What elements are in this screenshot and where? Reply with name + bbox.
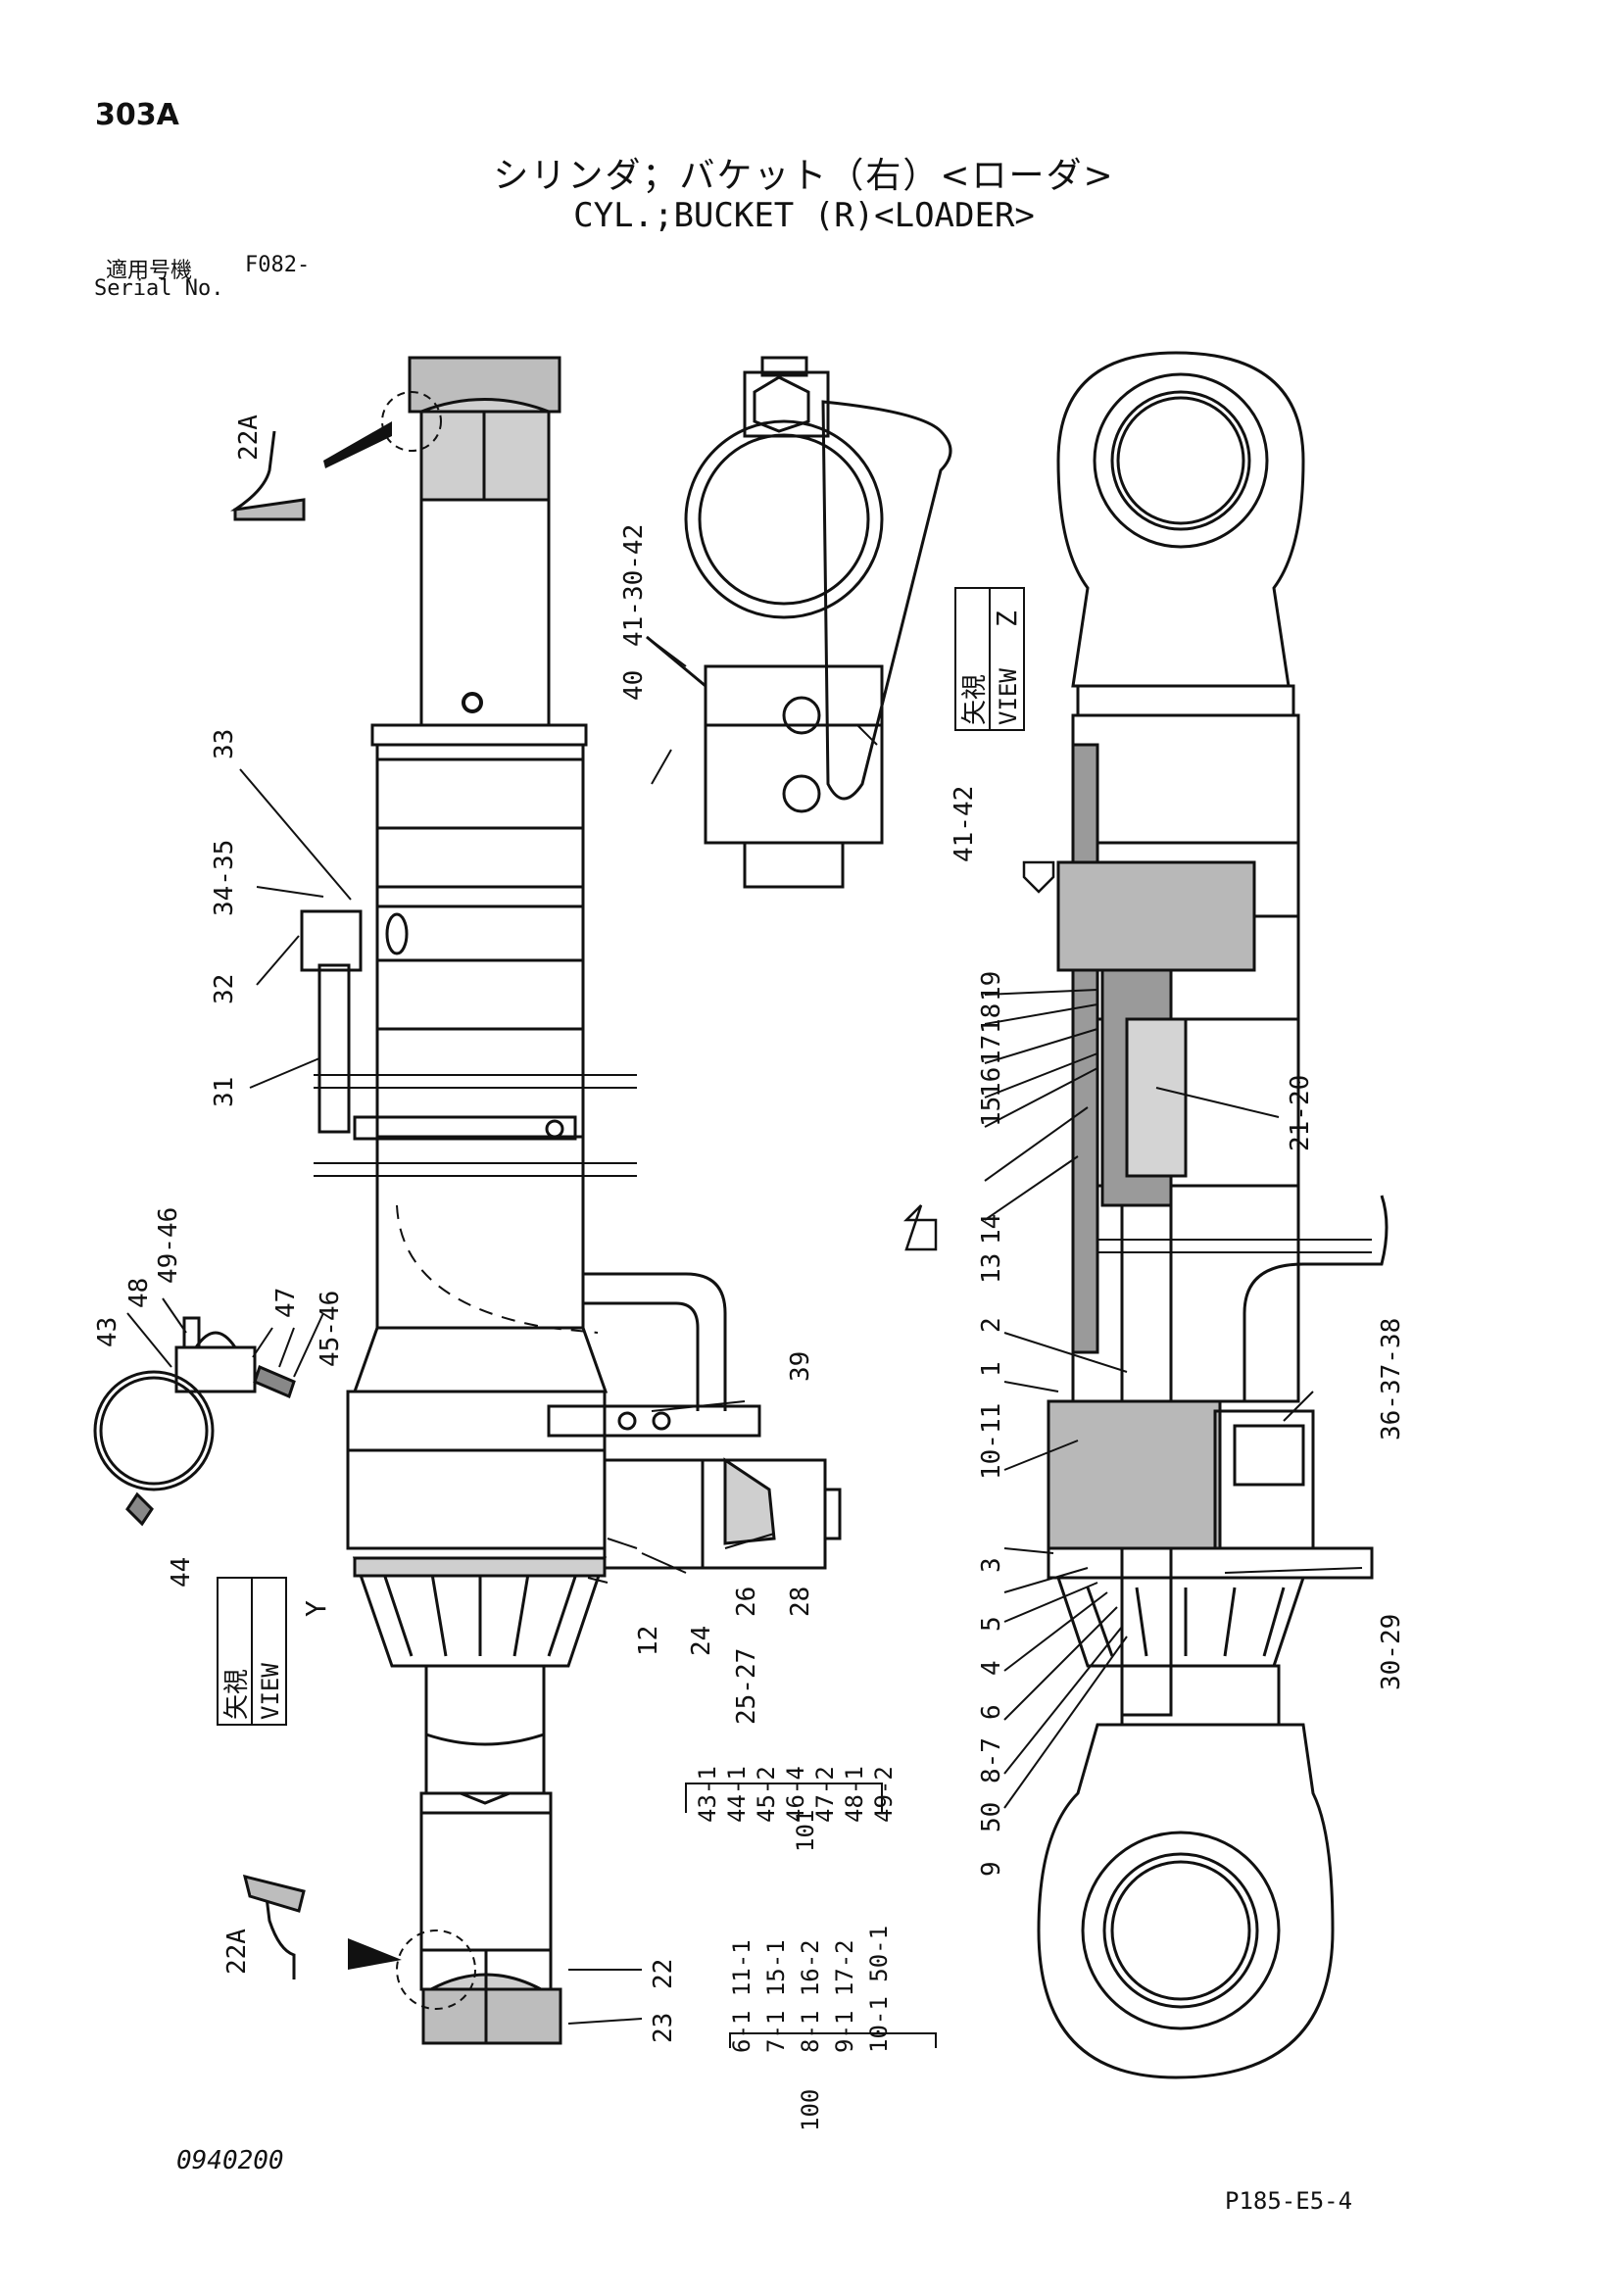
callout-3: 3 xyxy=(977,1557,1006,1573)
callout-22a-top: 22A xyxy=(234,415,264,461)
callout-32: 32 xyxy=(210,974,239,1004)
view-z-letter: Z xyxy=(991,611,1023,627)
callout-5: 5 xyxy=(977,1616,1006,1632)
callout-23: 23 xyxy=(649,2013,678,2043)
view-z-label: 矢視 VIEW Z xyxy=(954,587,1025,731)
callout-22: 22 xyxy=(649,1959,678,1989)
callout-48: 48 xyxy=(124,1278,154,1308)
kit-101-row: 48-1 xyxy=(841,1766,868,1823)
callout-18: 18 xyxy=(977,1003,1006,1034)
callout-1: 1 xyxy=(977,1361,1006,1377)
callout-49-46: 49-46 xyxy=(154,1207,183,1284)
view-z xyxy=(646,356,952,889)
callout-25-27: 25-27 xyxy=(732,1648,761,1725)
callout-4: 4 xyxy=(977,1660,1006,1676)
kit-101-number: 101 xyxy=(792,1810,819,1852)
callout-19: 19 xyxy=(977,971,1006,1001)
view-y-label: 矢視 VIEW Y xyxy=(217,1577,332,1726)
callout-9: 9 xyxy=(977,1861,1006,1877)
callout-24: 24 xyxy=(687,1626,716,1656)
callout-45-46: 45-46 xyxy=(316,1291,345,1367)
callout-50: 50 xyxy=(977,1802,1006,1832)
kit-100-row: 8-1 16-2 xyxy=(797,1939,824,2053)
title-english: CYL.;BUCKET (R)<LOADER> xyxy=(573,196,1035,235)
callout-36-37-38: 36-37-38 xyxy=(1377,1318,1406,1441)
callout-30-29: 30-29 xyxy=(1377,1614,1406,1690)
callout-15: 15 xyxy=(977,1097,1006,1127)
left-cylinder xyxy=(230,356,842,2045)
drawing-number: 0940200 xyxy=(176,2146,284,2175)
kit-101-row: 46-4 xyxy=(782,1766,809,1823)
kit-101-row: 49-2 xyxy=(870,1766,898,1823)
kit-101-row: 47-2 xyxy=(811,1766,839,1823)
kit-100-row: 9-1 17-2 xyxy=(831,1939,858,2053)
callout-16: 16 xyxy=(977,1067,1006,1098)
callout-17: 17 xyxy=(977,1035,1006,1065)
leader-lines xyxy=(126,636,1363,2048)
view-y-jp: 矢視 xyxy=(222,1669,252,1720)
serial-label-english: Serial No. xyxy=(94,276,224,301)
kit-100-row: 7-1 15-1 xyxy=(762,1939,790,2053)
page-code: P185-E5-4 xyxy=(1225,2187,1353,2215)
callout-2: 2 xyxy=(977,1317,1006,1333)
serial-value: F082- xyxy=(245,253,311,277)
view-y-letter: Y xyxy=(300,1600,332,1617)
callout-13: 13 xyxy=(977,1253,1006,1284)
serial-label-japanese: 適用号機 xyxy=(106,259,193,283)
callout-39: 39 xyxy=(786,1351,815,1382)
view-z-en: VIEW xyxy=(995,668,1022,725)
title-japanese: シリンダ；バケット（右）<ローダ> xyxy=(493,156,1115,196)
callout-10-11: 10-11 xyxy=(977,1403,1006,1480)
kit-100-table: 100 6-1 11-1 7-1 15-1 8-1 16-2 9-1 17-2 … xyxy=(728,1926,893,2131)
right-cylinder-section xyxy=(902,351,1389,2079)
kit-101-row: 45-2 xyxy=(753,1766,780,1823)
callout-8-7: 8-7 xyxy=(977,1737,1006,1783)
page-number: 303A xyxy=(95,98,179,132)
callout-34-35: 34-35 xyxy=(210,840,239,916)
kit-101-row: 43-1 xyxy=(694,1766,721,1823)
kit-100-row: 10-1 50-1 xyxy=(865,1926,893,2053)
callout-12: 12 xyxy=(634,1626,663,1656)
callout-33: 33 xyxy=(210,729,239,759)
view-z-jp: 矢視 xyxy=(960,674,990,725)
kit-101-row: 44-1 xyxy=(723,1766,751,1823)
kit-100-number: 100 xyxy=(797,2089,824,2131)
callout-21-20: 21-20 xyxy=(1286,1075,1315,1151)
callout-43: 43 xyxy=(93,1317,122,1347)
callout-28: 28 xyxy=(786,1587,815,1617)
kit-100-row: 6-1 11-1 xyxy=(728,1939,755,2053)
kit-101-table: 101 43-1 44-1 45-2 46-4 47-2 48-1 49-2 xyxy=(694,1766,898,1852)
view-y-en: VIEW xyxy=(257,1663,284,1720)
callout-6: 6 xyxy=(977,1704,1006,1720)
callout-14: 14 xyxy=(977,1214,1006,1245)
callout-22a-bottom: 22A xyxy=(222,1929,252,1975)
callout-26: 26 xyxy=(732,1587,761,1617)
callout-31: 31 xyxy=(210,1077,239,1107)
callout-41-30-42: 41-30-42 xyxy=(619,524,649,647)
callout-47: 47 xyxy=(271,1288,301,1318)
callout-44: 44 xyxy=(167,1557,196,1588)
callout-41-42: 41-42 xyxy=(950,786,979,862)
view-y-clamp xyxy=(93,1316,296,1527)
callout-40: 40 xyxy=(619,670,649,701)
callout-labels: 22A 33 34-35 32 31 49-46 48 43 47 45-46 … xyxy=(93,415,1406,2043)
